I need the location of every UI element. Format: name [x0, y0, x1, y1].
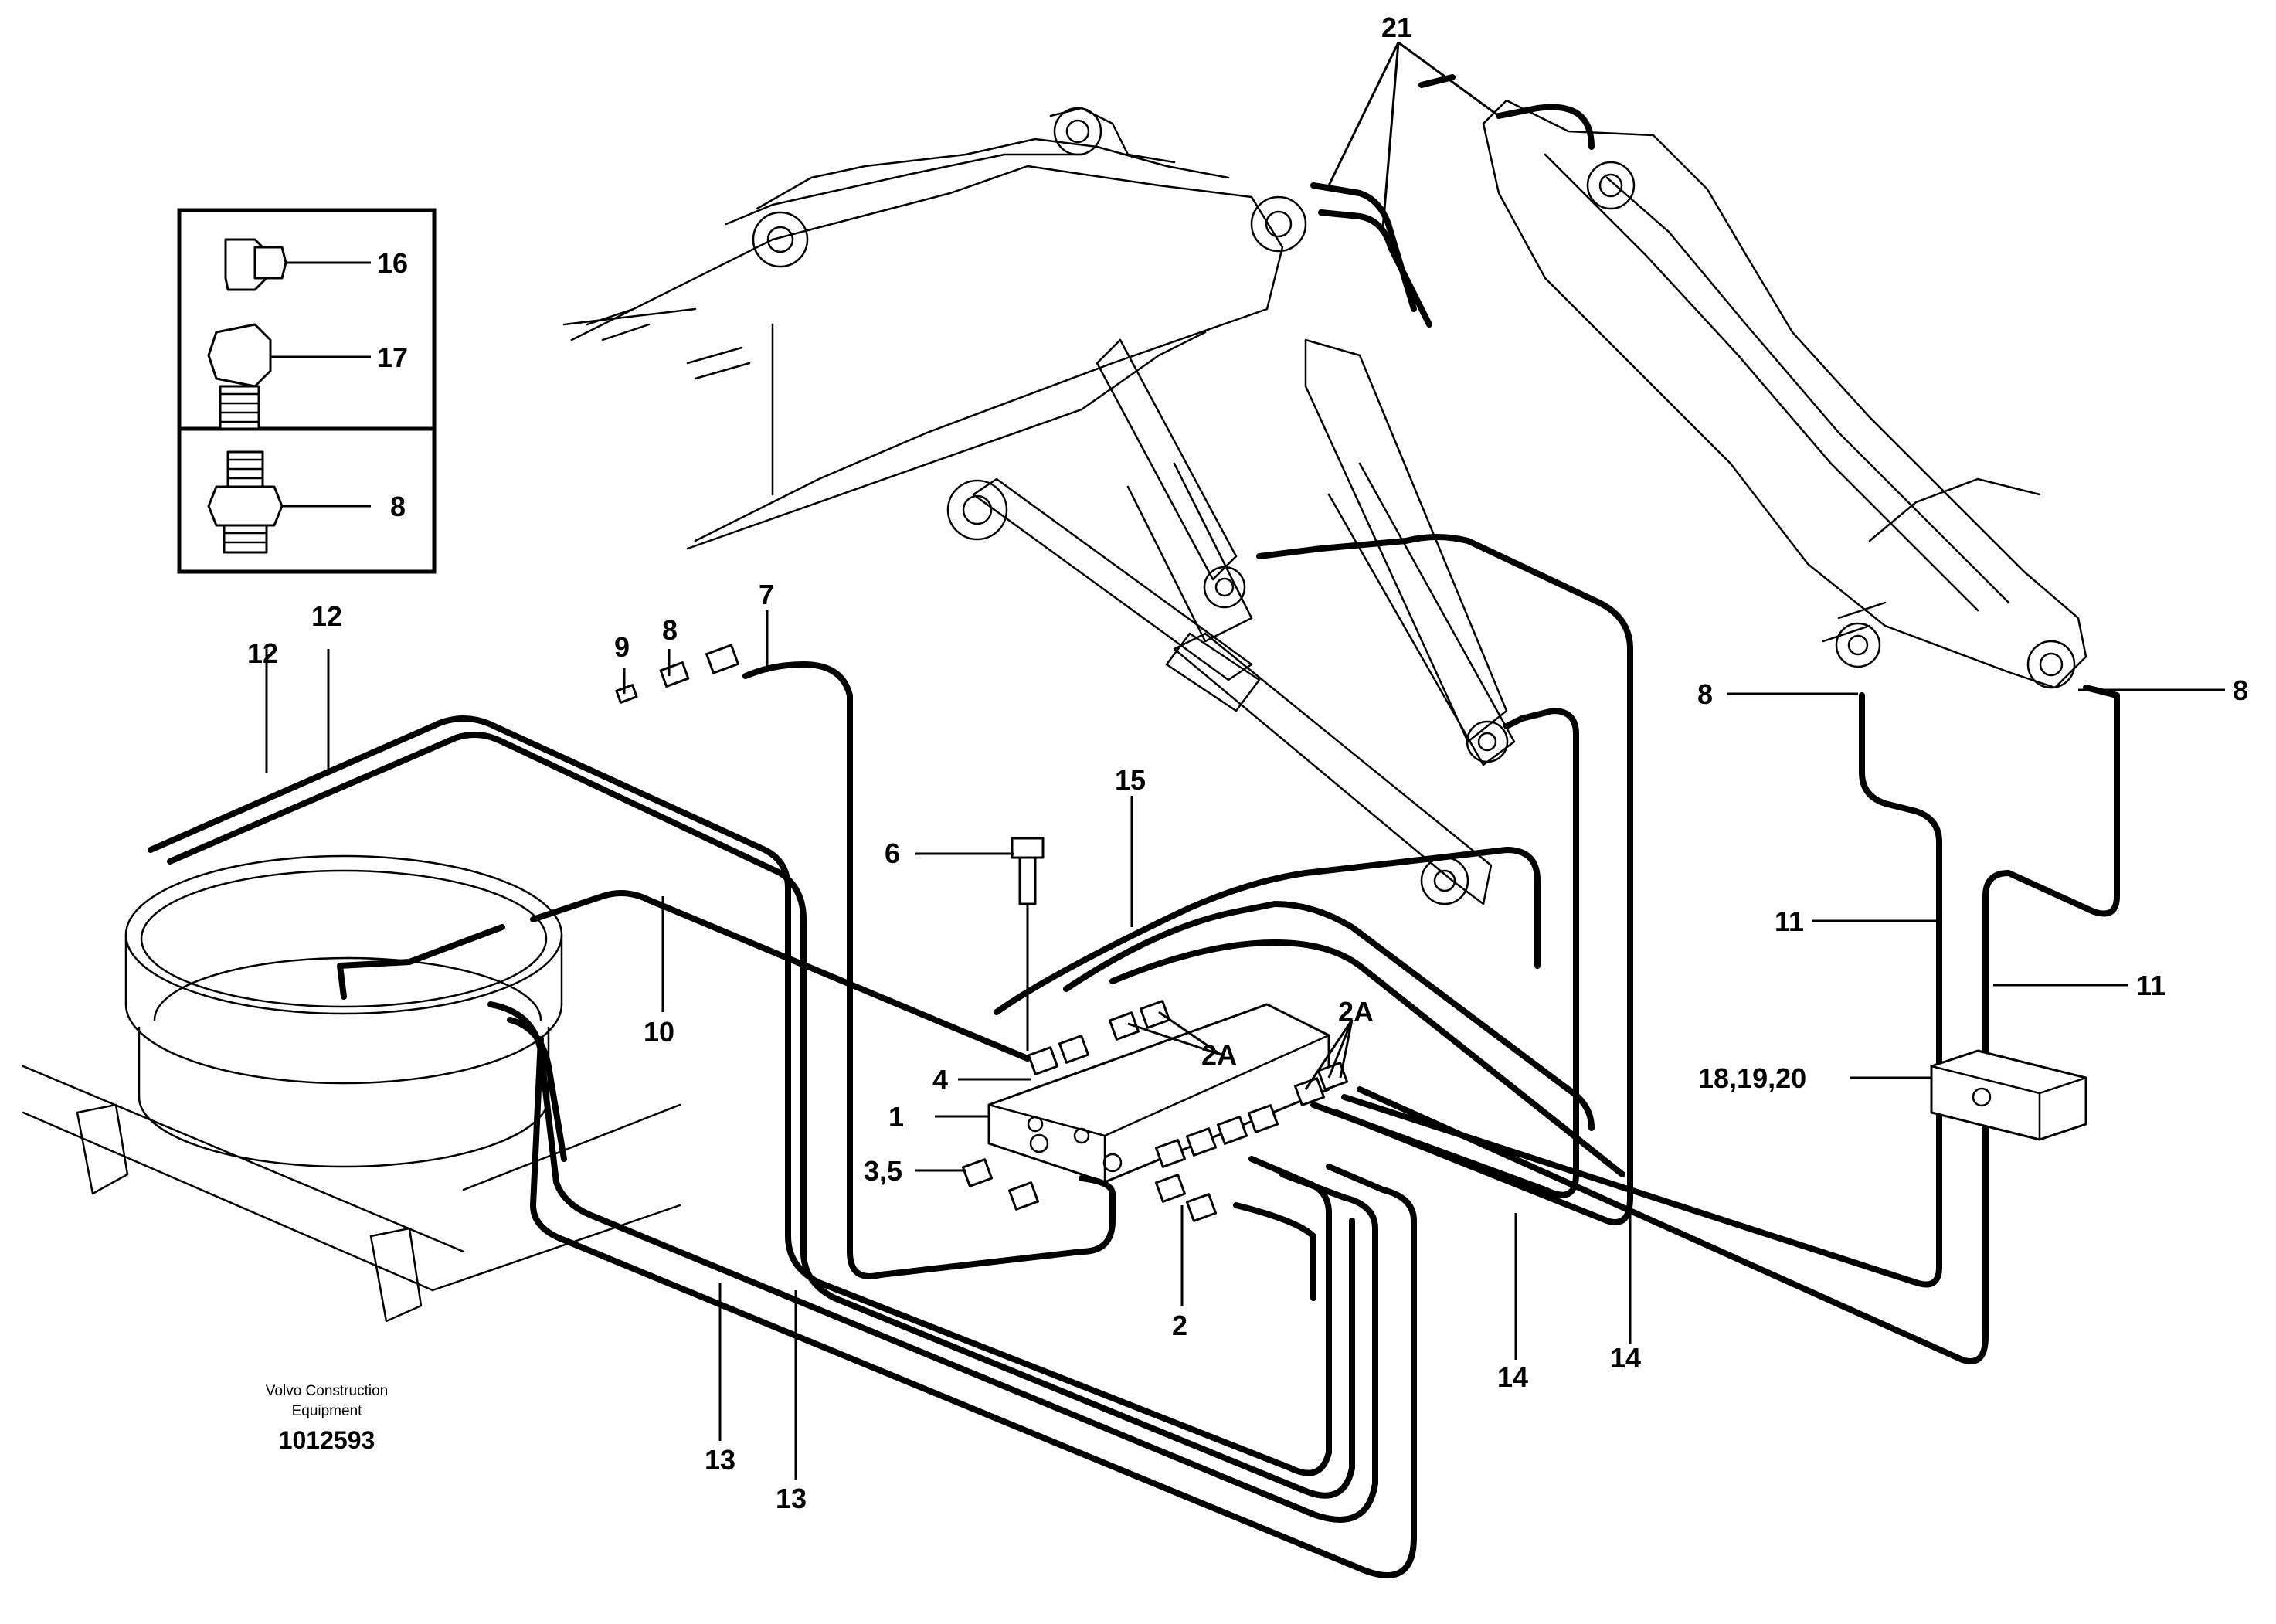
callout-21: 21: [1381, 12, 1412, 43]
grease-block-18-19-20: [1930, 1049, 2087, 1141]
callout-18-19-20: 18,19,20: [1698, 1062, 1806, 1094]
callout-12-b: 12: [311, 600, 342, 632]
callout-12-a: 12: [247, 637, 278, 669]
credit-line-1: Volvo Construction: [266, 1383, 388, 1399]
fittings: [615, 644, 1349, 1222]
callout-14-a: 14: [1497, 1361, 1528, 1393]
callout-4: 4: [932, 1064, 948, 1096]
distribution-block: [987, 1003, 1330, 1184]
bolt-6: [1011, 837, 1045, 1051]
leader-lines: [265, 41, 2225, 1480]
callout-14-b: 14: [1610, 1342, 1641, 1374]
callout-17: 17: [377, 341, 408, 373]
callout-13-b: 13: [776, 1483, 807, 1514]
callout-9: 9: [614, 631, 630, 663]
inset-panel: [177, 208, 437, 574]
publisher-credit: Volvo Construction Equipment 1012593: [266, 1383, 388, 1454]
callout-labels: 21 16 17 8 12 12 9 8 7 15 6 10 4 1 3,5 2…: [247, 12, 2248, 1514]
callout-11-a: 11: [1775, 905, 1804, 937]
callout-2a-left: 2A: [1201, 1039, 1237, 1071]
nipple-fitting-8-icon: [207, 450, 371, 554]
lift-cylinder-left: [1096, 338, 1253, 643]
nut-fitting-17-icon: [207, 323, 371, 430]
bucket-cylinder: [946, 477, 1493, 905]
credit-line-2: Equipment: [292, 1403, 363, 1419]
callout-8-mid: 8: [662, 614, 678, 646]
lift-cylinder-right: [1304, 338, 1516, 766]
callout-16: 16: [377, 247, 408, 279]
callout-6: 6: [885, 837, 900, 869]
callout-15: 15: [1115, 764, 1146, 796]
boom-assembly: [570, 107, 1307, 542]
callout-11-b: 11: [2136, 970, 2166, 1001]
undercarriage-frame: [22, 1065, 681, 1323]
callout-2: 2: [1172, 1310, 1187, 1341]
hose-lines: [148, 74, 2120, 1578]
callout-8-inset: 8: [390, 491, 406, 522]
callout-8-boom-left: 8: [1697, 678, 1713, 710]
frame-body: [562, 307, 1207, 550]
elbow-fitting-16-icon: [224, 238, 371, 291]
callout-13-a: 13: [705, 1444, 735, 1476]
callout-10: 10: [644, 1016, 674, 1048]
callout-3-5: 3,5: [864, 1155, 902, 1187]
callout-2a-right: 2A: [1338, 996, 1374, 1028]
callout-7: 7: [759, 579, 774, 610]
callout-1: 1: [888, 1101, 904, 1133]
callout-8-boom-right: 8: [2233, 674, 2248, 706]
slewing-ring: [124, 854, 563, 1168]
arm-assembly: [1482, 99, 2087, 689]
drawing-number: 1012593: [279, 1426, 375, 1454]
